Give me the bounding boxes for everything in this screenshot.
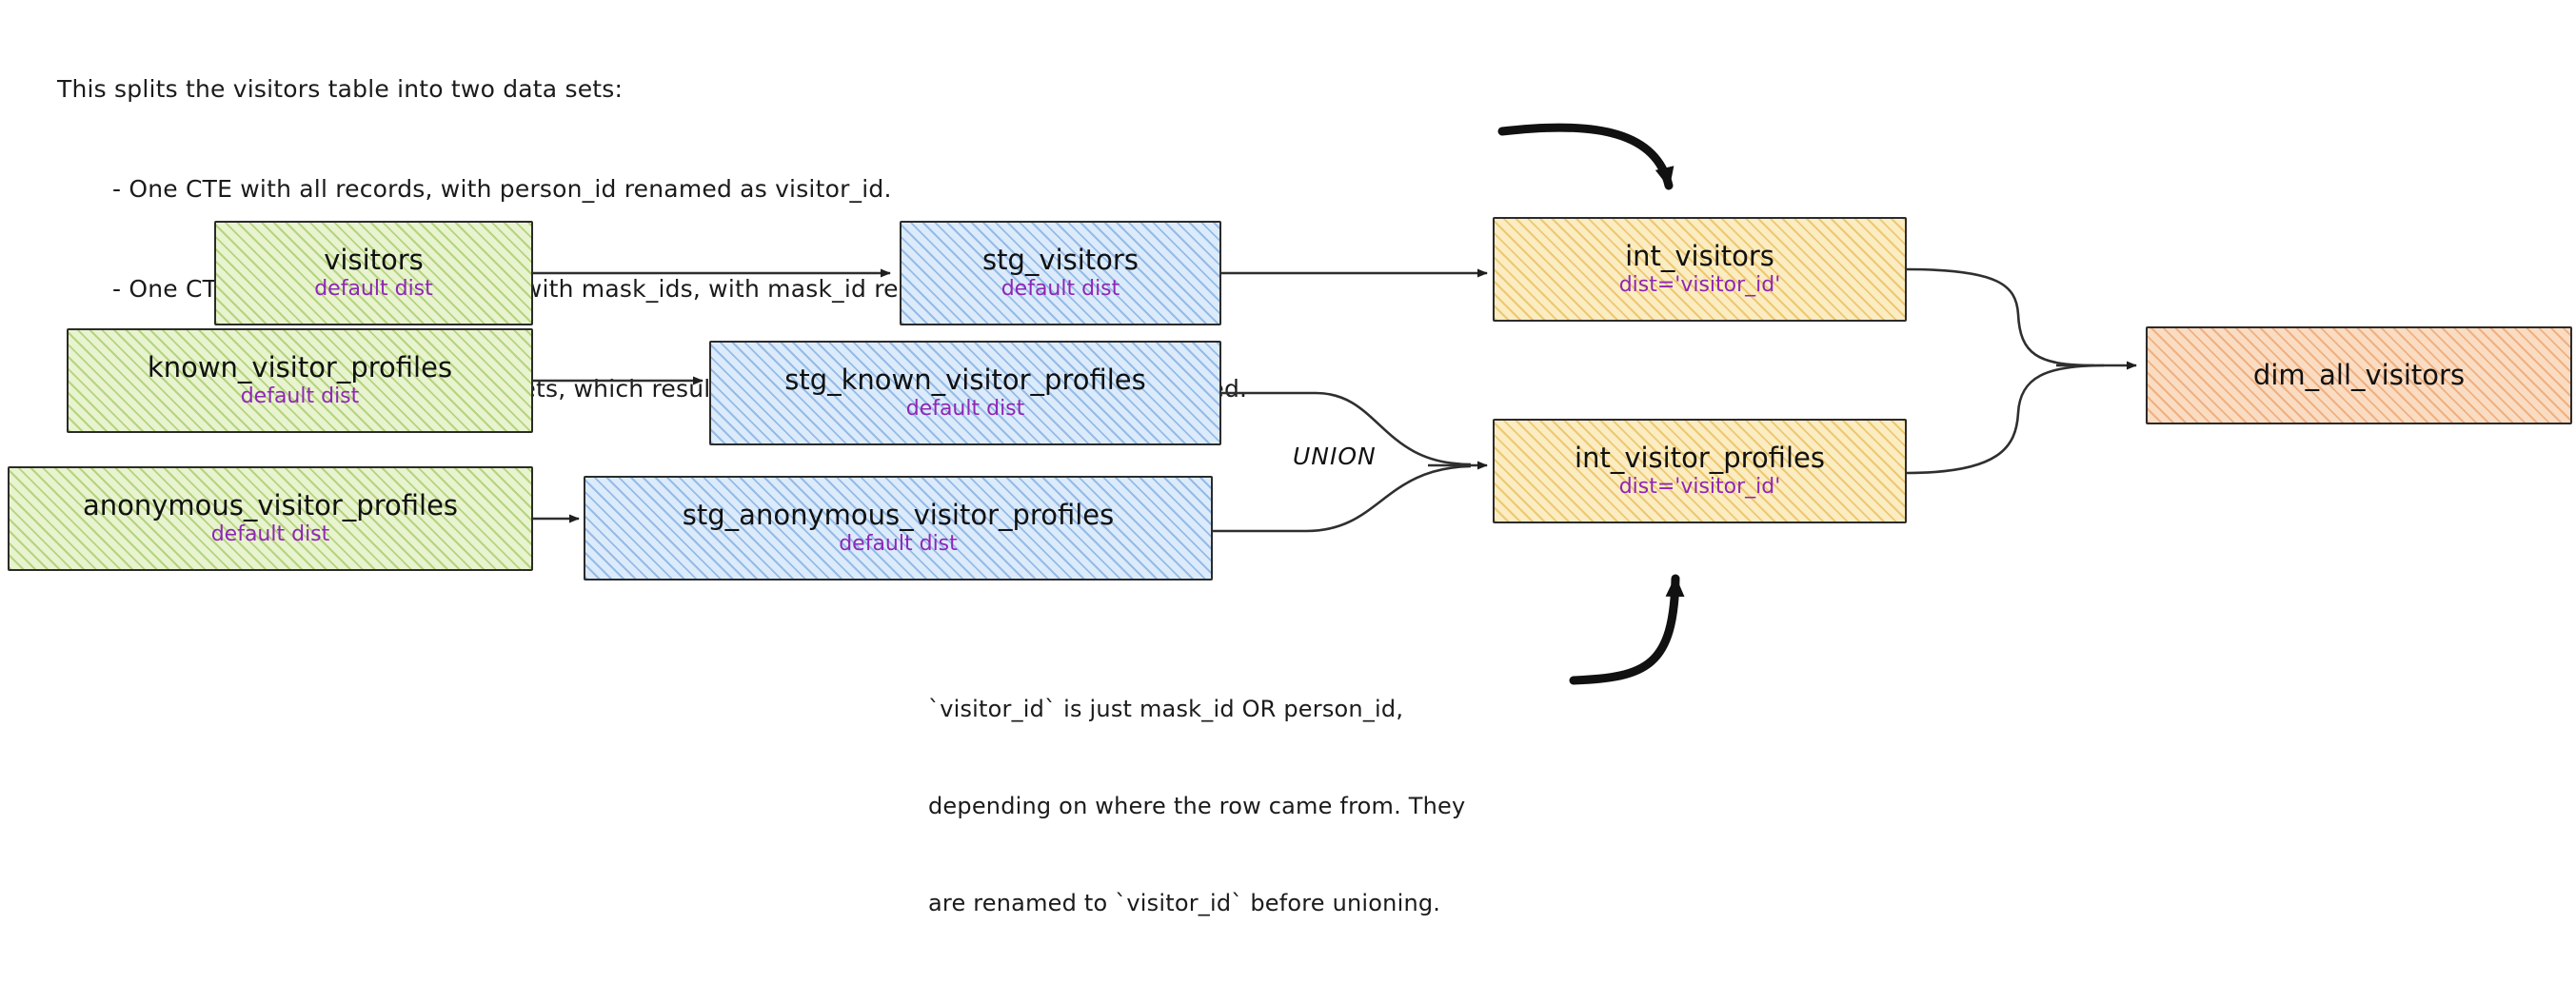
node-int-visitor-profiles-dist: dist='visitor_id' — [1618, 475, 1781, 500]
node-stg-known-visitor-profiles[interactable]: stg_known_visitor_profiles default dist — [709, 341, 1221, 445]
node-stg-anonymous-visitor-profiles[interactable]: stg_anonymous_visitor_profiles default d… — [584, 476, 1213, 581]
edge-int-visitor-profiles-to-dim-all-visitors — [1906, 364, 2105, 475]
node-int-visitor-profiles[interactable]: int_visitor_profiles dist='visitor_id' — [1493, 419, 1907, 523]
node-known-visitor-profiles-label: known_visitor_profiles — [147, 350, 453, 384]
node-int-visitor-profiles-label: int_visitor_profiles — [1575, 441, 1825, 474]
node-stg-known-visitor-profiles-dist: default dist — [905, 397, 1025, 422]
node-anonymous-visitor-profiles-label: anonymous_visitor_profiles — [82, 488, 459, 522]
diagram-canvas: This splits the visitors table into two … — [8, 75, 2572, 916]
node-anonymous-visitor-profiles-dist: default dist — [210, 522, 330, 547]
node-int-visitors-dist: dist='visitor_id' — [1618, 273, 1781, 298]
bottom-annotation-note: `visitor_id` is just mask_id OR person_i… — [928, 628, 1465, 984]
node-stg-visitors-dist: default dist — [1001, 277, 1120, 302]
edge-stg-anonymous-to-int-visitor-profiles — [1213, 464, 1472, 533]
top-note-bullet-1: - One CTE with all records, with person_… — [112, 175, 892, 203]
annotation-arrow-top-to-int-visitors — [1497, 123, 1674, 190]
bottom-note-line-1: `visitor_id` is just mask_id OR person_i… — [928, 696, 1404, 722]
annotation-arrow-bottom-to-int-visitor-profiles — [1569, 574, 1685, 685]
node-int-visitors[interactable]: int_visitors dist='visitor_id' — [1493, 217, 1907, 322]
bottom-note-line-2: depending on where the row came from. Th… — [928, 793, 1466, 819]
node-known-visitor-profiles-dist: default dist — [240, 384, 360, 409]
node-int-visitors-label: int_visitors — [1625, 239, 1774, 272]
node-stg-anonymous-visitor-profiles-dist: default dist — [839, 532, 958, 557]
node-stg-visitors[interactable]: stg_visitors default dist — [900, 221, 1221, 325]
node-dim-all-visitors[interactable]: dim_all_visitors — [2146, 326, 2572, 424]
top-note-lead: This splits the visitors table into two … — [57, 75, 624, 103]
node-visitors[interactable]: visitors default dist — [214, 221, 533, 325]
node-dim-all-visitors-label: dim_all_visitors — [2252, 359, 2466, 392]
node-known-visitor-profiles[interactable]: known_visitor_profiles default dist — [67, 328, 533, 433]
node-stg-anonymous-visitor-profiles-label: stg_anonymous_visitor_profiles — [682, 498, 1115, 531]
node-anonymous-visitor-profiles[interactable]: anonymous_visitor_profiles default dist — [8, 466, 533, 571]
node-visitors-dist: default dist — [314, 277, 433, 302]
edge-int-visitors-to-dim-all-visitors — [1906, 267, 2095, 367]
edge-label-union: UNION — [1293, 443, 1377, 470]
node-visitors-label: visitors — [324, 243, 424, 276]
node-stg-known-visitor-profiles-label: stg_known_visitor_profiles — [784, 363, 1146, 396]
bottom-note-line-3: are renamed to `visitor_id` before union… — [928, 890, 1441, 916]
node-stg-visitors-label: stg_visitors — [982, 243, 1139, 276]
